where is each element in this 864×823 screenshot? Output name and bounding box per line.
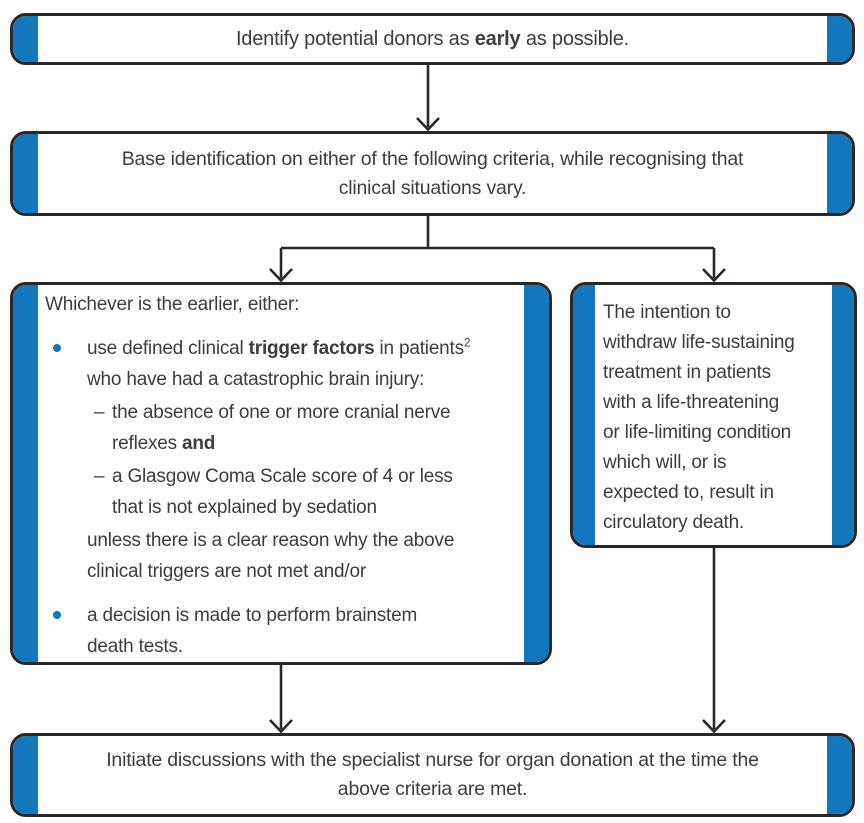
blue-accent-cap-left: [13, 285, 38, 662]
withdraw-treatment-text: The intention to withdraw life-sustainin…: [603, 302, 795, 533]
clinical-triggers-box: Whichever is the earlier, either: use de…: [10, 282, 552, 665]
identification-criteria-box: Base identification on either of the fol…: [10, 131, 855, 216]
blue-accent-cap-right: [832, 285, 854, 545]
arrow-left-to-bottom: [269, 665, 293, 734]
branch-connector: [281, 216, 714, 250]
blue-accent-cap-right: [827, 16, 852, 62]
initiate-discussions-text: Initiate discussions with the specialist…: [106, 749, 759, 800]
bullet-continuation-text: unless there is a clear reason why the a…: [87, 530, 455, 582]
blue-accent-cap-right: [827, 134, 852, 213]
blue-accent-cap-left: [13, 16, 38, 62]
identification-criteria-text: Base identification on either of the fol…: [121, 147, 744, 199]
arrow-right-to-bottom: [702, 548, 726, 734]
arrow-branch-right: [702, 248, 726, 283]
bullet-dot-icon: [53, 611, 61, 619]
dash-marker: –: [94, 402, 105, 423]
identify-donors-box: Identify potential donors as early as po…: [10, 13, 855, 65]
initiate-discussions-box: Initiate discussions with the specialist…: [10, 733, 855, 817]
bullet-item-trigger-factors: use defined clinical trigger factors in …: [45, 333, 543, 587]
blue-accent-cap-right: [827, 736, 852, 814]
dash-marker: –: [94, 466, 105, 487]
sub-item-text: the absence of one or more cranial nerve…: [112, 402, 451, 454]
blue-accent-cap-left: [13, 134, 38, 213]
sub-item-glasgow-coma: – a Glasgow Coma Scale score of 4 or les…: [87, 461, 470, 523]
withdraw-treatment-box: The intention to withdraw life-sustainin…: [570, 282, 857, 548]
arrow-branch-left: [269, 248, 293, 283]
bullet-dot-icon: [53, 344, 61, 352]
identify-donors-text: Identify potential donors as early as po…: [235, 27, 630, 50]
sub-item-cranial-nerve: – the absence of one or more cranial ner…: [87, 397, 470, 459]
arrow-top-to-criteria: [416, 65, 440, 132]
bullet-text: use defined clinical trigger factors in …: [87, 336, 471, 390]
blue-accent-cap-right: [524, 285, 549, 662]
blue-accent-cap-left: [573, 285, 595, 545]
left-box-intro: Whichever is the earlier, either:: [45, 294, 300, 315]
blue-accent-cap-left: [13, 736, 38, 814]
